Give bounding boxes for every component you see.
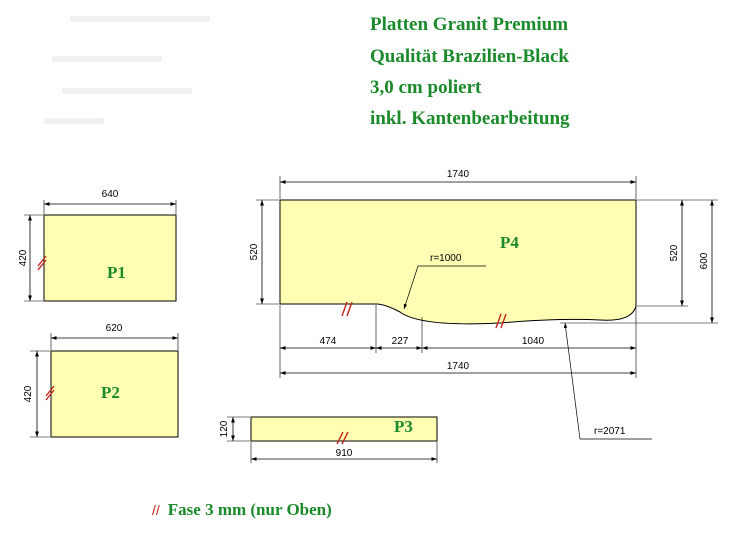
bevel-legend: // Fase 3 mm (nur Oben) (152, 500, 332, 520)
header-line-1: Platten Granit Premium (370, 14, 569, 35)
piece-p2: 620 420 P2 (23, 323, 179, 438)
label-p3: P3 (394, 417, 413, 436)
faint-mark (52, 56, 162, 62)
bevel-legend-symbol: // (152, 502, 160, 518)
dim-p4-seg3: 1040 (522, 336, 545, 347)
header-line-4: inkl. Kantenbearbeitung (370, 108, 570, 129)
bevel-mark-p3 (336, 431, 349, 445)
piece-p3: 120 910 P3 (219, 416, 438, 463)
dim-p1-width: 640 (102, 189, 119, 200)
leader-radius-2071: r=2071 (563, 322, 652, 440)
dim-p4-right-height: 520 (669, 244, 680, 261)
bevel-mark-p1 (37, 255, 47, 271)
dim-p4-top-width: 1740 (447, 169, 470, 180)
dim-p2-height: 420 (23, 385, 34, 402)
dim-p2-width: 620 (106, 323, 123, 334)
panel-p2 (50, 350, 179, 438)
faint-mark (70, 16, 210, 22)
label-p4: P4 (500, 233, 519, 252)
panel-p3 (250, 416, 438, 442)
label-p1: P1 (107, 263, 126, 282)
piece-p4: 1740 520 520 600 474 227 1040 1740 (249, 169, 718, 440)
label-p2: P2 (101, 383, 120, 402)
dim-p4-left-height: 520 (249, 243, 260, 260)
piece-p1: 640 420 P1 (18, 189, 177, 302)
dim-p4-total-height: 600 (699, 252, 710, 269)
header-line-2: Qualität Brazilien-Black (370, 46, 569, 67)
leader-radius-1000: r=1000 (403, 253, 486, 310)
dim-p3-width: 910 (336, 448, 353, 459)
bevel-mark-p4-left (341, 301, 353, 317)
dim-p1-height: 420 (18, 249, 29, 266)
dim-p4-radius2: r=2071 (594, 426, 626, 437)
dim-p4-bottom-width: 1740 (447, 361, 470, 372)
dim-p4-radius1: r=1000 (430, 253, 462, 264)
panel-p1 (43, 214, 177, 302)
bevel-mark-p4-right (495, 313, 507, 329)
faint-mark (62, 88, 192, 94)
bevel-legend-text: Fase 3 mm (nur Oben) (167, 500, 332, 519)
bevel-mark-p2 (45, 385, 55, 401)
dim-p4-seg1: 474 (320, 336, 337, 347)
dim-p4-seg2: 227 (392, 336, 409, 347)
header-line-3: 3,0 cm poliert (370, 77, 482, 98)
dim-p3-height: 120 (219, 420, 230, 437)
panel-p4 (279, 199, 637, 325)
faint-mark (44, 118, 104, 124)
